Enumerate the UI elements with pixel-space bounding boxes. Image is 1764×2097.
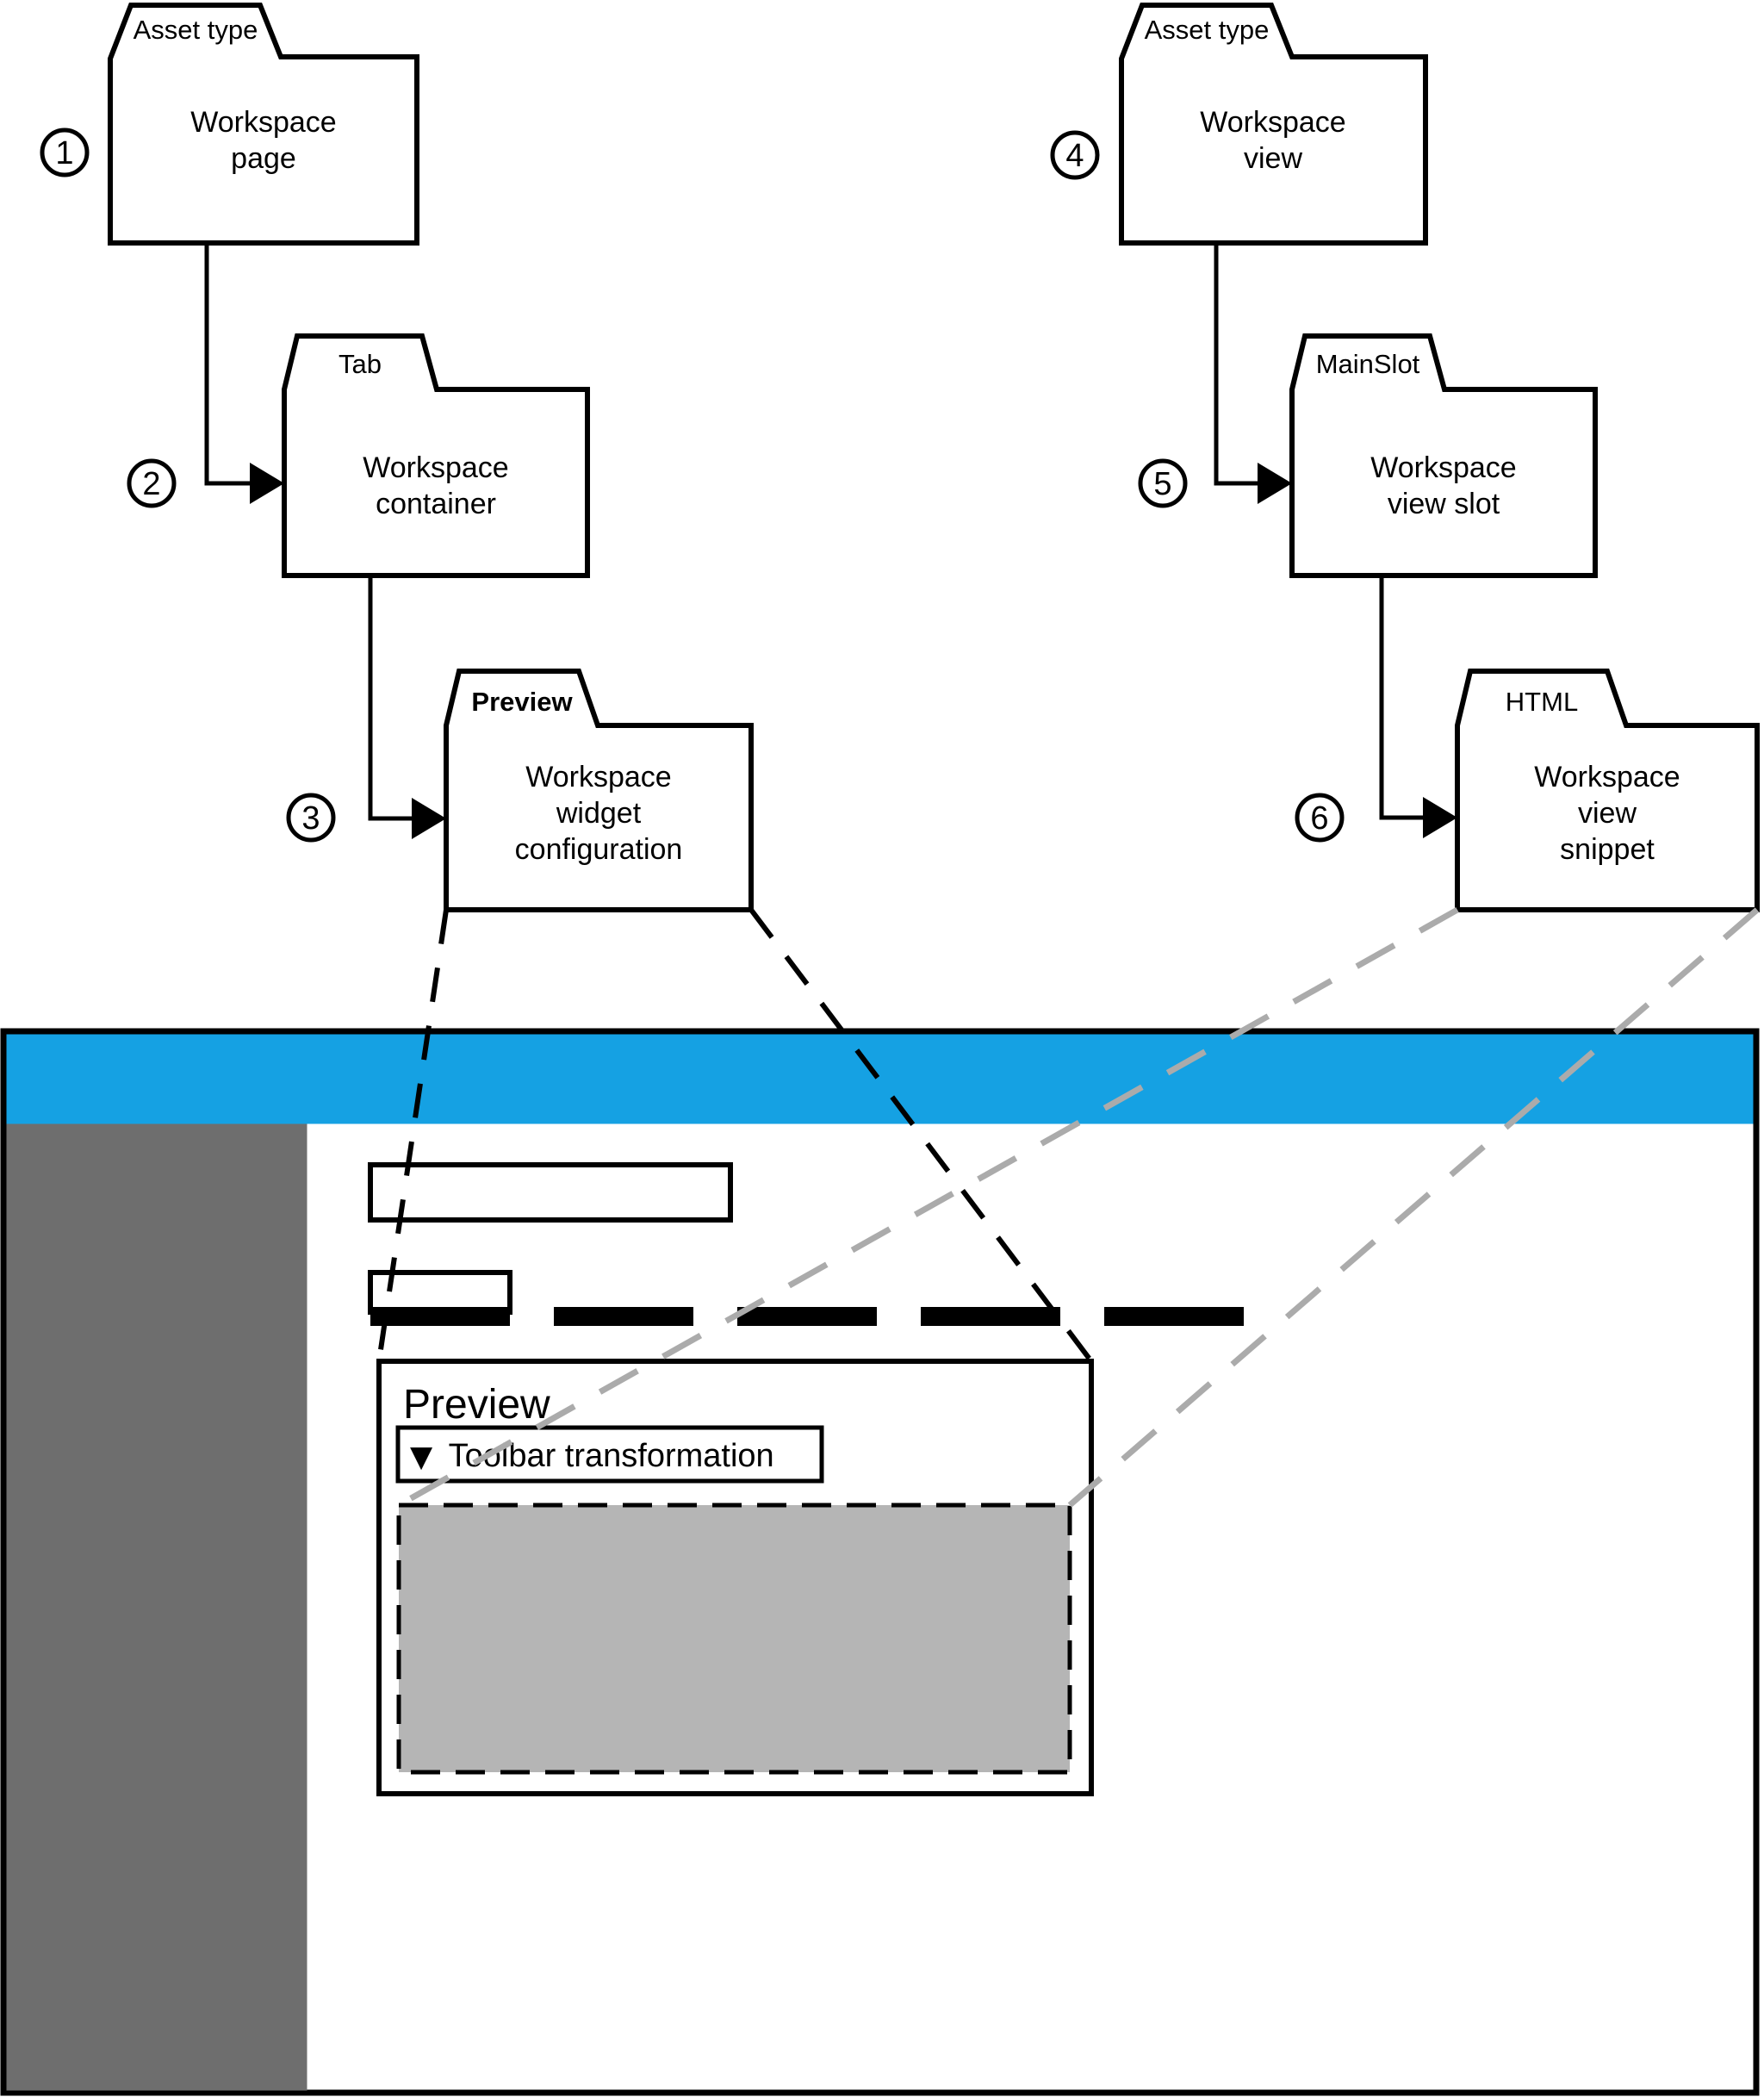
callout-widget-config-to-preview-panel-left [376,909,449,1362]
folder-tab-label: Preview [471,687,573,717]
step-number: 5 [1153,466,1171,502]
connector-view-slot-to-snippet [1379,576,1457,838]
step-number: 3 [301,800,320,837]
step-number: 4 [1065,138,1084,174]
toolbar-transformation-dropdown[interactable]: ▼ Toolbar transformation [395,1425,824,1484]
step-badge-4: 4 [1050,130,1100,180]
arrowhead-icon [1423,797,1457,838]
folder-body-line: page [231,142,296,175]
folder-tab-label: MainSlot [1316,349,1420,379]
connector-container-to-widget-configuration [368,576,446,839]
app-window-mockup: Preview ▼ Toolbar transformation [0,1028,1760,2096]
node-workspace-container: Tab Workspace container [282,333,590,578]
folder-tab-label: HTML [1506,687,1578,717]
folder-body-line: Workspace [1534,761,1680,793]
step-badge-2: 2 [127,458,177,508]
folder-body-line: container [376,488,496,520]
sidebar [6,1123,307,2091]
folder-shape [282,333,590,578]
folder-body-line: configuration [515,833,683,866]
folder-shape [1455,669,1760,912]
folder-tab-label: Tab [339,349,382,379]
folder-body-line: view [1578,797,1637,830]
preview-panel-title: Preview [403,1382,550,1428]
folder-body-line: Workspace [363,451,508,484]
folder-body-line: Workspace [1200,106,1345,139]
wireframe-field-large [368,1162,733,1223]
callout-widget-config-to-preview-panel-right [748,908,1094,1363]
arrowhead-icon [412,798,446,839]
step-number: 1 [55,135,73,171]
folder-shape [1289,333,1598,578]
svg-text:▼ Toolbar transforma: ▼ Toolbar transformation [410,1438,774,1474]
callout-snippet-to-placeholder-left [397,906,1459,1509]
snippet-placeholder-area [396,1503,1072,1775]
folder-body-line: Workspace [525,761,671,793]
step-badge-1: 1 [40,128,90,177]
arrowhead-icon [250,463,284,504]
folder-shape [1119,3,1428,246]
folder-body-line: view [1244,142,1302,175]
connector-page-to-container [204,243,284,504]
node-workspace-widget-configuration: Preview Workspace widget configuration [444,669,754,912]
callout-snippet-to-placeholder-right [1067,907,1760,1508]
step-badge-3: 3 [286,793,336,843]
folder-tab-label: Asset type [1145,15,1270,45]
step-badge-6: 6 [1295,793,1345,843]
folder-body-line: Workspace [1370,451,1516,484]
node-workspace-page: Asset type Workspace page [108,3,419,246]
dropdown-box[interactable] [395,1425,824,1484]
arrowhead-icon [1258,463,1292,504]
step-number: 2 [142,466,160,502]
step-number: 6 [1310,800,1328,837]
folder-shape [444,669,754,912]
folder-body-line: widget [556,797,642,830]
folder-shape [108,3,419,246]
folder-body-line: view slot [1388,488,1500,520]
node-workspace-view: Asset type Workspace view [1119,3,1428,246]
folder-tab-label: Asset type [134,15,258,45]
node-workspace-view-snippet: HTML Workspace view snippet [1455,669,1760,912]
header-bar [6,1034,1754,1124]
node-workspace-view-slot: MainSlot Workspace view slot [1289,333,1598,578]
dropdown-label: Toolbar transformation [449,1438,774,1474]
connector-view-to-view-slot [1214,243,1292,504]
folder-body-line: snippet [1560,833,1655,866]
dropdown-arrow-icon[interactable]: ▼ [410,1440,433,1474]
folder-body-line: Workspace [190,106,336,139]
preview-panel: Preview ▼ Toolbar transformation [376,1359,1094,1796]
step-badge-5: 5 [1138,458,1188,508]
